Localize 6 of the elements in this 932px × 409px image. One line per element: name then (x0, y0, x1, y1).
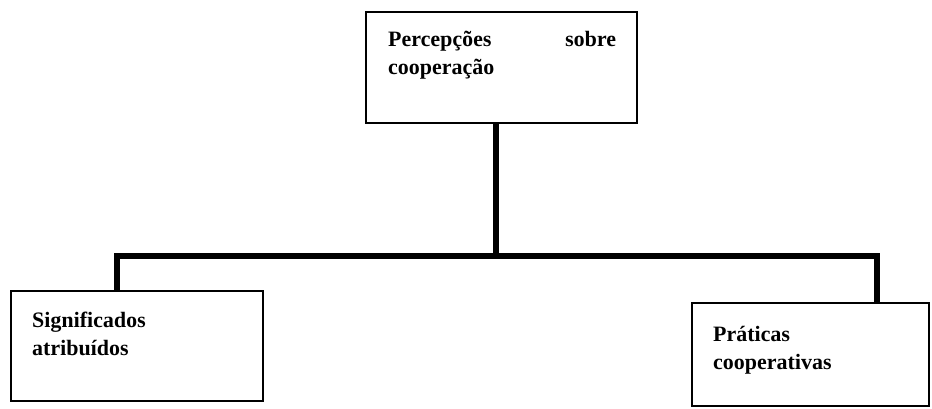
text-box (691, 302, 930, 407)
box-label: Práticas cooperativas (713, 320, 833, 376)
text-box (10, 290, 264, 402)
box-label: Significados atribuídos (32, 306, 147, 362)
box-label: Percepções sobre cooperação (388, 25, 616, 81)
text-box (365, 11, 638, 124)
